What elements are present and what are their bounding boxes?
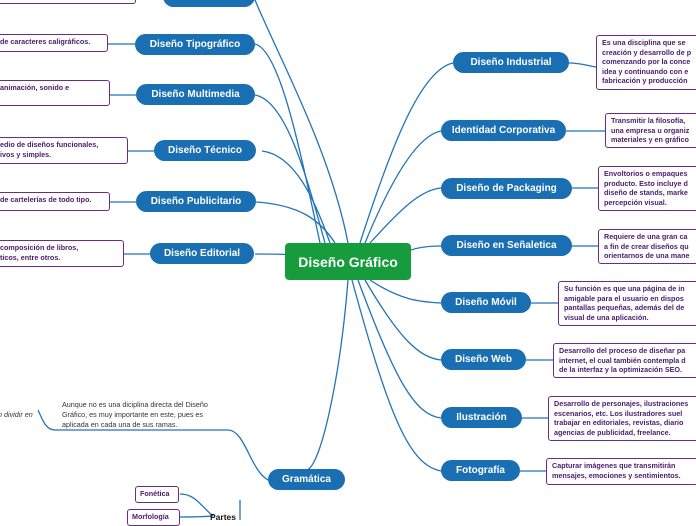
topic-diseno-multimedia[interactable]: Diseño Multimedia	[136, 84, 255, 105]
topic-fotografia[interactable]: Fotografía	[441, 460, 520, 481]
note-diseno-tecnico: edio de diseños funcionales, ivos y simp…	[0, 137, 128, 164]
topic-identidad-corporativa[interactable]: Identidad Corporativa	[441, 120, 566, 141]
note-diseno-multimedia: animación, sonido e	[0, 80, 110, 106]
note-fotografia: Capturar imágenes que transmitirán mensa…	[546, 458, 696, 485]
central-topic[interactable]: Diseño Gráfico	[285, 243, 411, 280]
note-diseno-web: Desarrollo del proceso de diseñar pa int…	[553, 343, 696, 378]
grammar-parts-label[interactable]: Partes	[210, 512, 236, 522]
note-ilustracion: Desarrollo de personajes, ilustraciones …	[548, 396, 696, 441]
topic-diseno-web[interactable]: Diseño Web	[441, 349, 526, 370]
topic-node-top-partial[interactable]	[163, 0, 255, 7]
grammar-left-fragment: n dividir en	[0, 410, 33, 419]
topic-diseno-publicitario[interactable]: Diseño Publicitario	[136, 191, 256, 212]
topic-diseno-packaging[interactable]: Diseño de Packaging	[441, 178, 572, 199]
topic-diseno-editorial[interactable]: Diseño Editorial	[150, 243, 254, 264]
note-diseno-packaging: Envoltorios o empaques producto. Esto in…	[598, 166, 696, 211]
grammar-part-fonetica[interactable]: Fonética	[135, 486, 179, 503]
grammar-part-morfologia[interactable]: Morfología	[127, 509, 180, 526]
note-diseno-industrial: Es una disciplina que se creación y desa…	[596, 35, 696, 90]
topic-diseno-senaletica[interactable]: Diseño en Señaletica	[441, 235, 572, 256]
topic-diseno-tipografico[interactable]: Diseño Tipográfico	[135, 34, 255, 55]
topic-diseno-tecnico[interactable]: Diseño Técnico	[154, 140, 256, 161]
grammar-description: Aunque no es una diciplina directa del D…	[62, 400, 208, 429]
note-diseno-senaletica: Requiere de una gran ca a fin de crear d…	[598, 229, 696, 264]
note-diseno-movil: Su función es que una página de in amiga…	[558, 281, 696, 326]
topic-ilustracion[interactable]: Ilustración	[441, 407, 522, 428]
note-diseno-editorial: composición de libros, ticos, entre otro…	[0, 240, 124, 267]
topic-diseno-industrial[interactable]: Diseño Industrial	[453, 52, 569, 73]
note-top-partial	[0, 0, 136, 4]
topic-gramatica[interactable]: Gramática	[268, 469, 345, 490]
topic-diseno-movil[interactable]: Diseño Móvil	[441, 292, 531, 313]
note-diseno-tipografico: de caracteres caligráficos.	[0, 34, 108, 52]
note-diseno-publicitario: de cartelerías de todo tipo.	[0, 192, 110, 211]
note-identidad-corporativa: Transmitir la filosofía, una empresa u o…	[605, 113, 696, 148]
